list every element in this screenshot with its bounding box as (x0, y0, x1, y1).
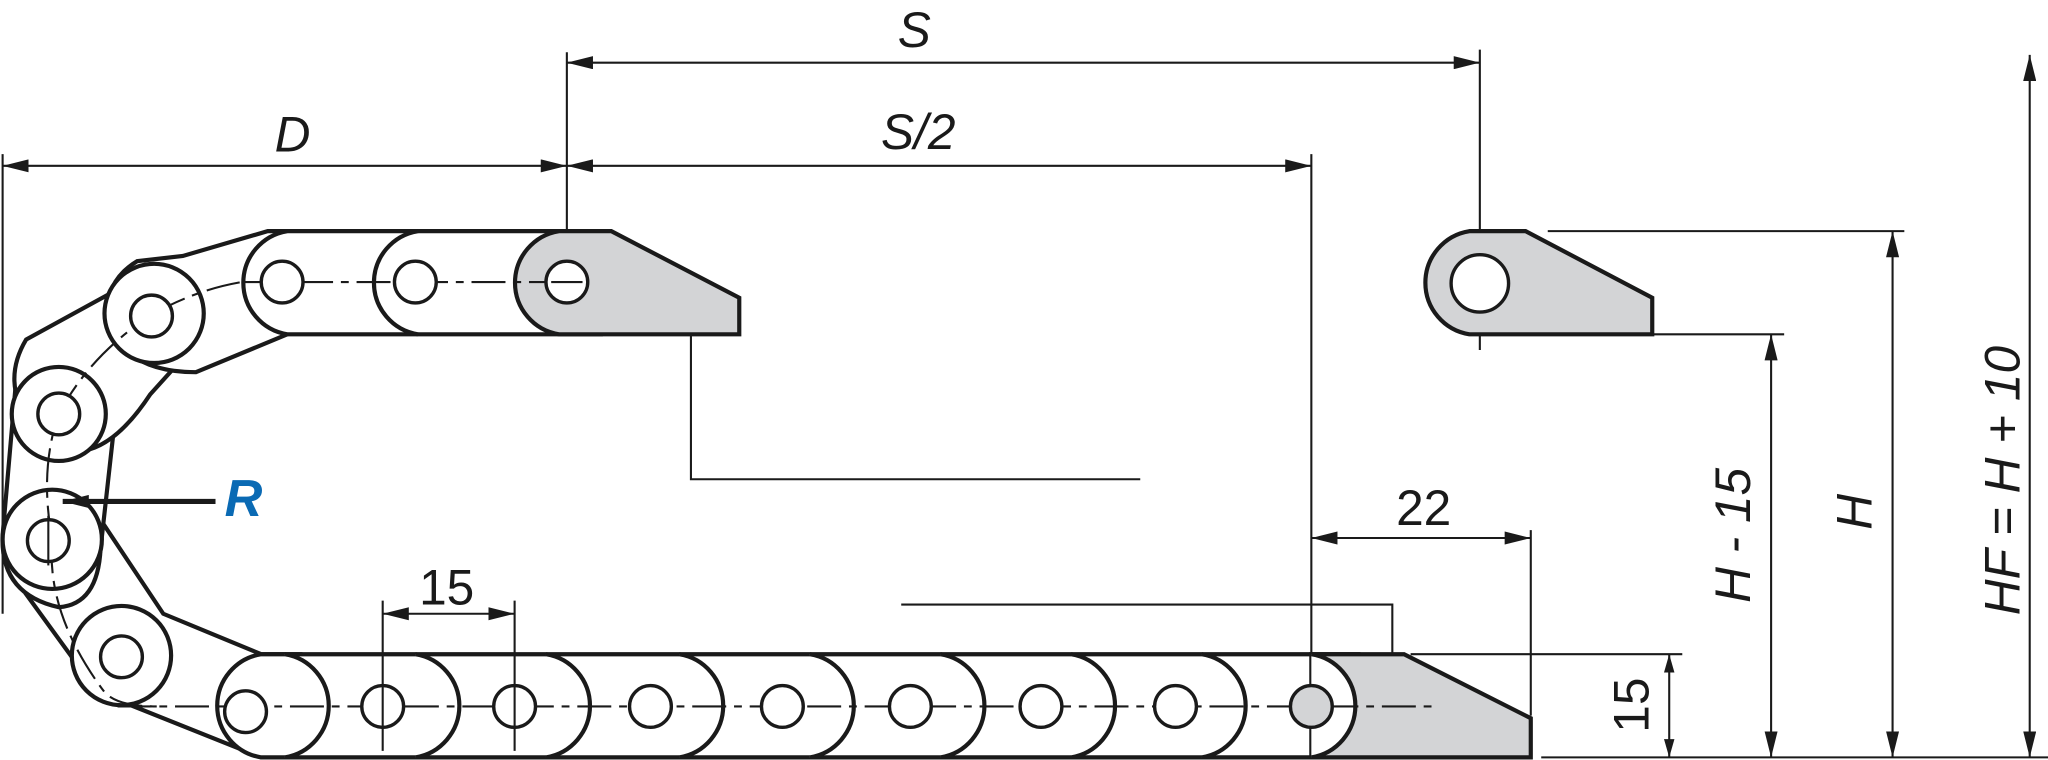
label-d: D (275, 106, 311, 162)
dimension-hf: HF = H + 10 (1974, 54, 2037, 758)
dimension-s-half: S/2 (566, 104, 1312, 173)
label-r: R (225, 470, 263, 528)
top-left-mount-bracket (513, 229, 742, 337)
dimension-radius: R (62, 470, 263, 528)
label-s-half: S/2 (881, 104, 955, 160)
label-s: S (898, 2, 931, 58)
dimension-pitch-15: 15 (382, 560, 515, 621)
dimension-s: S (566, 2, 1480, 70)
dimension-bracket-15: 15 (1603, 654, 1675, 758)
label-22: 22 (1396, 480, 1451, 536)
leader-lines (689, 304, 1437, 708)
dimension-h-minus-15: H - 15 (1705, 334, 1778, 758)
label-bracket-15: 15 (1603, 678, 1659, 733)
label-h-minus-15: H - 15 (1705, 467, 1761, 602)
pin-holes (25, 252, 1511, 751)
dimension-22: 22 (1311, 480, 1531, 545)
label-pitch: 15 (419, 560, 474, 616)
dimension-h: H (1827, 231, 1900, 758)
label-h: H (1827, 494, 1883, 530)
dimension-d: D (2, 106, 567, 173)
label-hf: HF = H + 10 (1974, 346, 2030, 616)
